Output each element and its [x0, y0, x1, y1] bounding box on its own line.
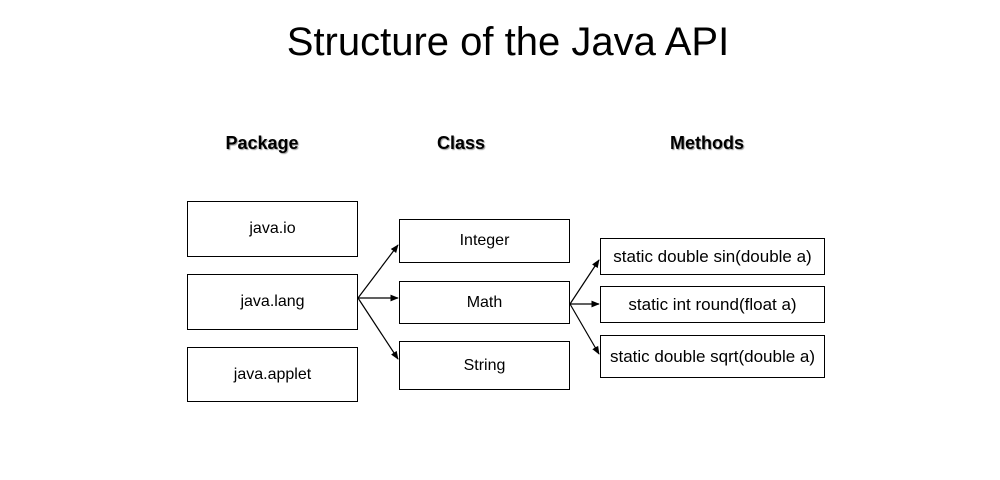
package-box-java-io: java.io: [187, 201, 358, 257]
arrow-math-to-sin: [569, 259, 600, 305]
arrow-lang-to-integer: [357, 244, 399, 299]
diagram-title: Structure of the Java API: [286, 20, 730, 64]
method-box-sqrt: static double sqrt(double a): [600, 335, 825, 378]
header-package: Package: [225, 133, 299, 153]
method-box-sin: static double sin(double a): [600, 238, 825, 275]
arrow-math-to-sqrt: [569, 303, 600, 355]
arrow-lang-to-string: [357, 297, 399, 360]
class-box-string: String: [399, 341, 570, 390]
method-box-round: static int round(float a): [600, 286, 825, 323]
class-box-integer: Integer: [399, 219, 570, 263]
package-box-java-applet: java.applet: [187, 347, 358, 402]
header-methods: Methods: [670, 133, 744, 153]
header-class: Class: [436, 133, 486, 153]
package-box-java-lang: java.lang: [187, 274, 358, 330]
class-box-math: Math: [399, 281, 570, 324]
